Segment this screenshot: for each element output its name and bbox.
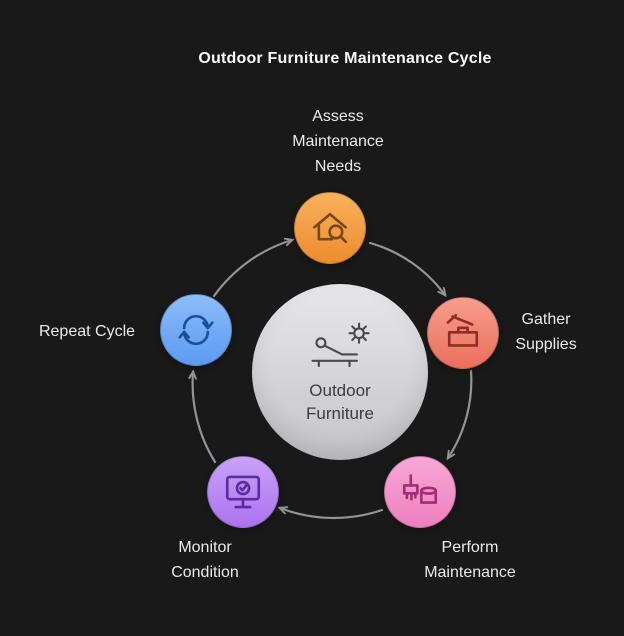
node-label-assess: Assess Maintenance Needs	[292, 108, 384, 175]
tools-toolbox-icon	[446, 313, 479, 347]
cycle-node-perform	[384, 456, 456, 528]
center-node-outdoor-furniture: Outdoor Furniture	[252, 284, 428, 460]
arrow-assess-to-gather	[368, 241, 445, 295]
center-label: Outdoor Furniture	[305, 381, 375, 423]
node-label-gather: Gather Supplies	[515, 311, 577, 353]
node-label-perform: Perform Maintenance	[424, 539, 516, 581]
arrow-perform-to-monitor	[280, 508, 384, 520]
diagram-title: Outdoor Furniture Maintenance Cycle	[198, 50, 492, 67]
arrow-monitor-to-repeat	[193, 372, 217, 464]
node-label-monitor: Monitor Condition	[171, 539, 239, 581]
paint-brush-bucket-icon	[402, 474, 438, 504]
refresh-arrows-icon	[178, 314, 214, 346]
house-magnifier-icon	[312, 212, 348, 244]
node-label-repeat: Repeat Cycle	[38, 323, 136, 340]
cycle-node-monitor	[207, 456, 279, 528]
cycle-node-gather	[427, 297, 499, 369]
cycle-node-assess	[294, 192, 366, 264]
arrow-gather-to-perform	[448, 369, 473, 458]
cycle-node-repeat	[160, 294, 232, 366]
lounge-chair-sun-icon	[311, 322, 370, 368]
arrow-repeat-to-assess	[212, 240, 292, 298]
monitor-check-icon	[225, 475, 261, 509]
